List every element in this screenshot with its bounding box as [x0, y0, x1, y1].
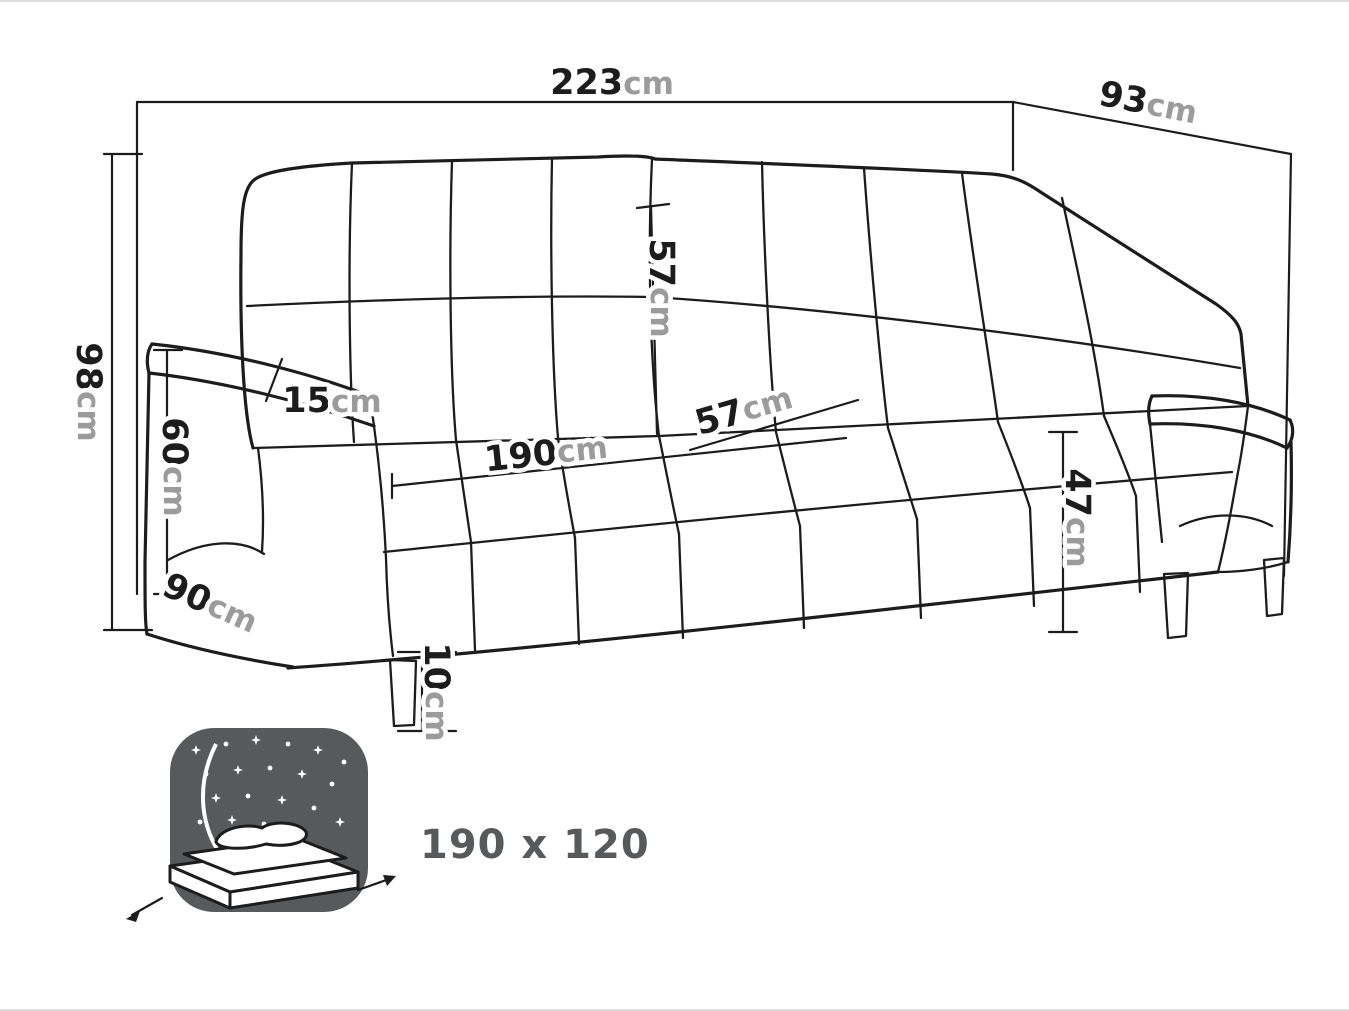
- backrest-height-dim-line: [649, 204, 659, 436]
- sleeping-function-icon: 190 x 120: [126, 728, 650, 922]
- right-arm-top-inner: [1148, 422, 1289, 450]
- right-arm-tuft: [1178, 514, 1274, 528]
- armrest-width-tick: [264, 357, 284, 403]
- seat-right-edge: [1216, 404, 1250, 574]
- left-arm-rear-cap: [368, 394, 376, 428]
- dimension-lines: [102, 100, 1293, 733]
- seat-front-seam: [1134, 494, 1142, 594]
- backrest-seam: [960, 171, 1000, 424]
- label-seat-height: 47cm: [1057, 468, 1097, 567]
- label-backrest-height: 57cm: [641, 238, 681, 337]
- seat-seam: [556, 436, 577, 540]
- backrest-seam: [348, 161, 356, 444]
- seat-front-crease: [382, 470, 1234, 554]
- seat-front-seam: [677, 532, 685, 640]
- right-arm-bottom-edge: [1216, 560, 1290, 574]
- seat-front-seam: [798, 524, 806, 630]
- sofa-line-art: [143, 154, 1295, 728]
- backrest-seam: [862, 166, 890, 430]
- label-leg-height: 10cm: [416, 642, 456, 741]
- backrest-seam: [449, 159, 458, 442]
- seat-depth-dim-line: [688, 398, 860, 452]
- backrest-height-top-tick: [635, 202, 671, 210]
- front-right-leg: [1162, 571, 1190, 640]
- unfold-arrow-left: [130, 896, 164, 917]
- label-overall-width: 223cm: [550, 63, 674, 103]
- label-base-depth: 90cm: [156, 566, 263, 643]
- seat-seam: [996, 420, 1032, 510]
- left-arm-front-cap: [145, 342, 154, 375]
- backrest-seam: [1060, 196, 1106, 418]
- right-arm-outer-edge: [1286, 440, 1293, 564]
- unfold-arrow-right-head: [383, 875, 396, 886]
- right-arm-inner-edge: [1148, 422, 1164, 544]
- bed-base-front: [228, 870, 360, 910]
- right-arm-top-outer: [1150, 394, 1292, 422]
- depth-dim-line: [1011, 100, 1293, 156]
- seat-seam: [886, 426, 919, 521]
- bed-pillow: [214, 821, 308, 850]
- seat-front-seam: [573, 536, 581, 646]
- seat-front-seam: [1028, 506, 1036, 608]
- label-overall-height: 98cm: [68, 342, 108, 441]
- seat-seam: [657, 434, 681, 536]
- left-arm-left-edge: [143, 371, 151, 636]
- base-bottom-left-edge: [145, 632, 295, 669]
- backrest-horizontal-seam: [245, 295, 1242, 370]
- backrest-seam: [550, 156, 560, 440]
- seat-front-seam: [915, 517, 923, 620]
- dimension-labels: 223cm 93cm 98cm 60cm 15cm 90cm 190cm 57c…: [64, 59, 1205, 747]
- left-arm-inner-crease: [372, 424, 395, 658]
- sleeping-area-size-label: 190 x 120: [420, 822, 650, 868]
- label-armrest-width: 15cm: [282, 381, 381, 421]
- left-arm-tuft: [256, 446, 265, 554]
- seat-seam: [454, 438, 473, 544]
- left-arm-tuft: [166, 542, 266, 562]
- seat-seam: [774, 430, 802, 528]
- backrest-seam: [760, 160, 778, 434]
- backrest-bottom-edge: [251, 404, 1250, 450]
- seat-width-dim-line: [390, 436, 848, 488]
- left-arm-top-inner: [147, 371, 376, 428]
- label-overall-depth: 93cm: [1095, 74, 1200, 132]
- backrest-outline: [239, 154, 1250, 450]
- label-seat-width: 190cm: [482, 428, 609, 481]
- left-arm-top-outer: [150, 342, 372, 398]
- front-left-leg: [388, 658, 418, 728]
- right-arm-front-cap: [1147, 394, 1154, 426]
- moon-crescent-icon: [200, 743, 222, 856]
- seat-front-seam: [469, 540, 477, 652]
- unfold-arrow-left-head: [126, 911, 140, 922]
- right-side-extension-line: [1282, 152, 1293, 578]
- seat-seam: [1102, 414, 1138, 498]
- rear-right-leg: [1262, 556, 1286, 618]
- label-arm-height: 60cm: [154, 417, 194, 516]
- right-arm-right-cap: [1285, 418, 1295, 450]
- fold-out-bed-icon: [126, 821, 396, 922]
